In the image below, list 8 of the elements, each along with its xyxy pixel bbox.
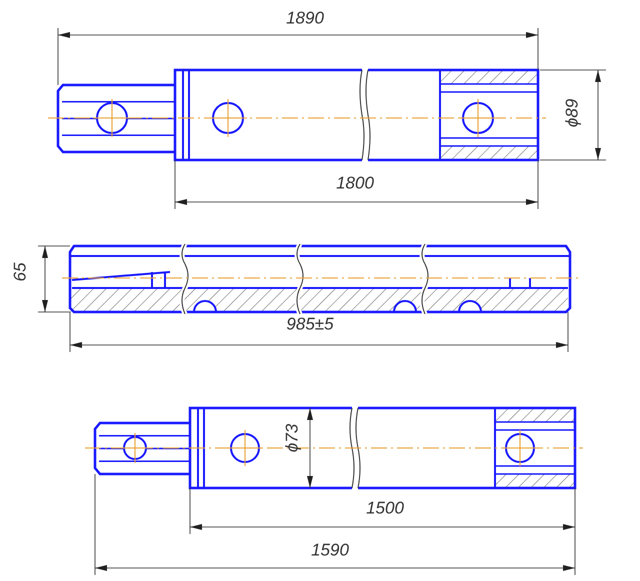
dimension-label: 985±5	[286, 316, 334, 332]
dimension-label: ϕ73	[284, 424, 300, 452]
dimension-label: 1590	[311, 542, 349, 558]
dimension-label: 1890	[286, 10, 324, 26]
dimension-label: ϕ89	[564, 98, 580, 128]
dimension-label: 1500	[366, 500, 404, 516]
dimension-label: 1800	[336, 174, 374, 192]
dimension-label: 65	[12, 262, 28, 282]
